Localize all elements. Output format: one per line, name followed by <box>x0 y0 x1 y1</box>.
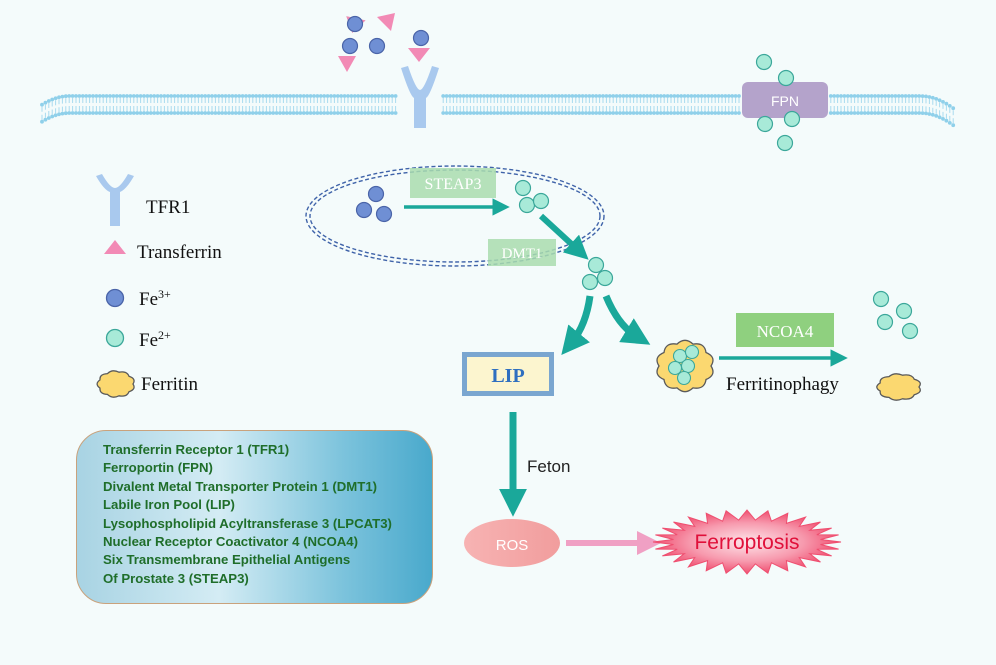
legend: TFR1 Transferrin Fe3+ Fe2+ Ferritin <box>96 174 222 398</box>
fe2-ion-icon <box>596 269 614 287</box>
legend-ferritin-label: Ferritin <box>141 374 198 395</box>
ncoa4-label: NCOA4 <box>757 322 814 341</box>
cytosolic-fe2-cluster <box>581 256 614 291</box>
fe2-ion-icon <box>901 322 919 340</box>
glossary-line: Labile Iron Pool (LIP) <box>103 497 235 513</box>
fe2-ion-icon <box>755 53 773 71</box>
endosome: STEAP3 DMT1 <box>305 165 605 267</box>
legend-fe3-label: Fe3+ <box>139 287 171 310</box>
steap3-box <box>410 168 496 198</box>
fe2-ion-icon <box>676 370 692 386</box>
released-fe2-group <box>872 290 919 340</box>
legend-transferrin-icon <box>104 240 126 254</box>
abbreviation-glossary: Transferrin Receptor 1 (TFR1) Ferroporti… <box>76 430 433 604</box>
fe2-ion-icon <box>776 134 794 152</box>
fe2-ion-icon <box>532 192 550 210</box>
fpn-transporter: FPN <box>742 53 828 152</box>
dmt1-box <box>488 239 556 266</box>
fe2-ion-icon <box>777 69 795 87</box>
tfr1-receptor-icon <box>401 66 439 128</box>
ros-label: ROS <box>496 537 529 554</box>
ferritin-loaded <box>656 339 714 393</box>
extracellular-iron-group <box>338 13 430 72</box>
fe2-ion-icon <box>587 256 605 274</box>
fe3-ion-icon <box>341 37 359 55</box>
legend-transferrin-label: Transferrin <box>137 242 222 263</box>
transferrin-icon <box>338 56 356 72</box>
legend-fe2-label: Fe2+ <box>139 328 171 351</box>
fe3-ion-icon <box>346 15 364 33</box>
lip-label: LIP <box>491 365 524 387</box>
fpn-label: FPN <box>771 93 799 109</box>
fe2-ion-icon <box>756 115 774 133</box>
to-lip-arrow <box>561 295 594 355</box>
ferroptosis-burst: Ferroptosis <box>652 509 842 575</box>
ncoa4-box <box>736 313 834 347</box>
legend-ferritin-icon <box>96 370 135 398</box>
fe2-ion-icon <box>895 302 913 320</box>
fe2-ion-icon <box>680 358 696 374</box>
glossary-line: Of Prostate 3 (STEAP3) <box>103 570 249 586</box>
to-ferritin-arrow <box>602 294 651 345</box>
fe3-ion-icon <box>367 185 385 203</box>
fe3-ion-icon <box>368 37 386 55</box>
dmt1-label: DMT1 <box>502 246 543 262</box>
glossary-line: Six Transmembrane Epithelial Antigens <box>103 552 351 568</box>
cell-membrane <box>40 94 956 128</box>
steap3-label: STEAP3 <box>425 176 482 193</box>
fe2-ion-icon <box>518 196 536 214</box>
fe2-ion-icon <box>684 344 700 360</box>
fe3-ion-icon <box>355 201 373 219</box>
dmt1-export-arrow <box>538 213 589 260</box>
feton-label: Feton <box>527 457 570 476</box>
legend-fe2-icon <box>105 328 125 348</box>
fe2-ion-icon <box>514 179 532 197</box>
glossary-line: Ferroportin (FPN) <box>103 460 213 476</box>
transferrin-icon <box>377 13 395 31</box>
transferrin-icon <box>408 48 430 62</box>
ferritin-empty-icon <box>876 373 921 401</box>
lip-box: LIP <box>462 352 554 396</box>
glossary-line: Divalent Metal Transporter Protein 1 (DM… <box>103 478 378 494</box>
fe3-ion-icon <box>412 29 430 47</box>
fe2-ion-icon <box>581 273 599 291</box>
legend-tfr1-icon <box>96 174 134 226</box>
ferroptosis-label: Ferroptosis <box>694 531 799 554</box>
ferritinophagy-label: Ferritinophagy <box>726 374 839 395</box>
fe2-ion-icon <box>783 110 801 128</box>
glossary-line: Transferrin Receptor 1 (TFR1) <box>103 442 290 457</box>
glossary-line: Lysophospholipid Acyltransferase 3 (LPCA… <box>103 515 392 531</box>
glossary-line: Nuclear Receptor Coactivator 4 (NCOA4) <box>103 534 359 550</box>
fe2-ion-icon <box>872 290 890 308</box>
ros-node: ROS <box>464 519 560 567</box>
fe2-ion-icon <box>876 313 894 331</box>
legend-tfr1-label: TFR1 <box>146 197 190 218</box>
fe3-ion-icon <box>375 205 393 223</box>
legend-fe3-icon <box>105 288 125 308</box>
